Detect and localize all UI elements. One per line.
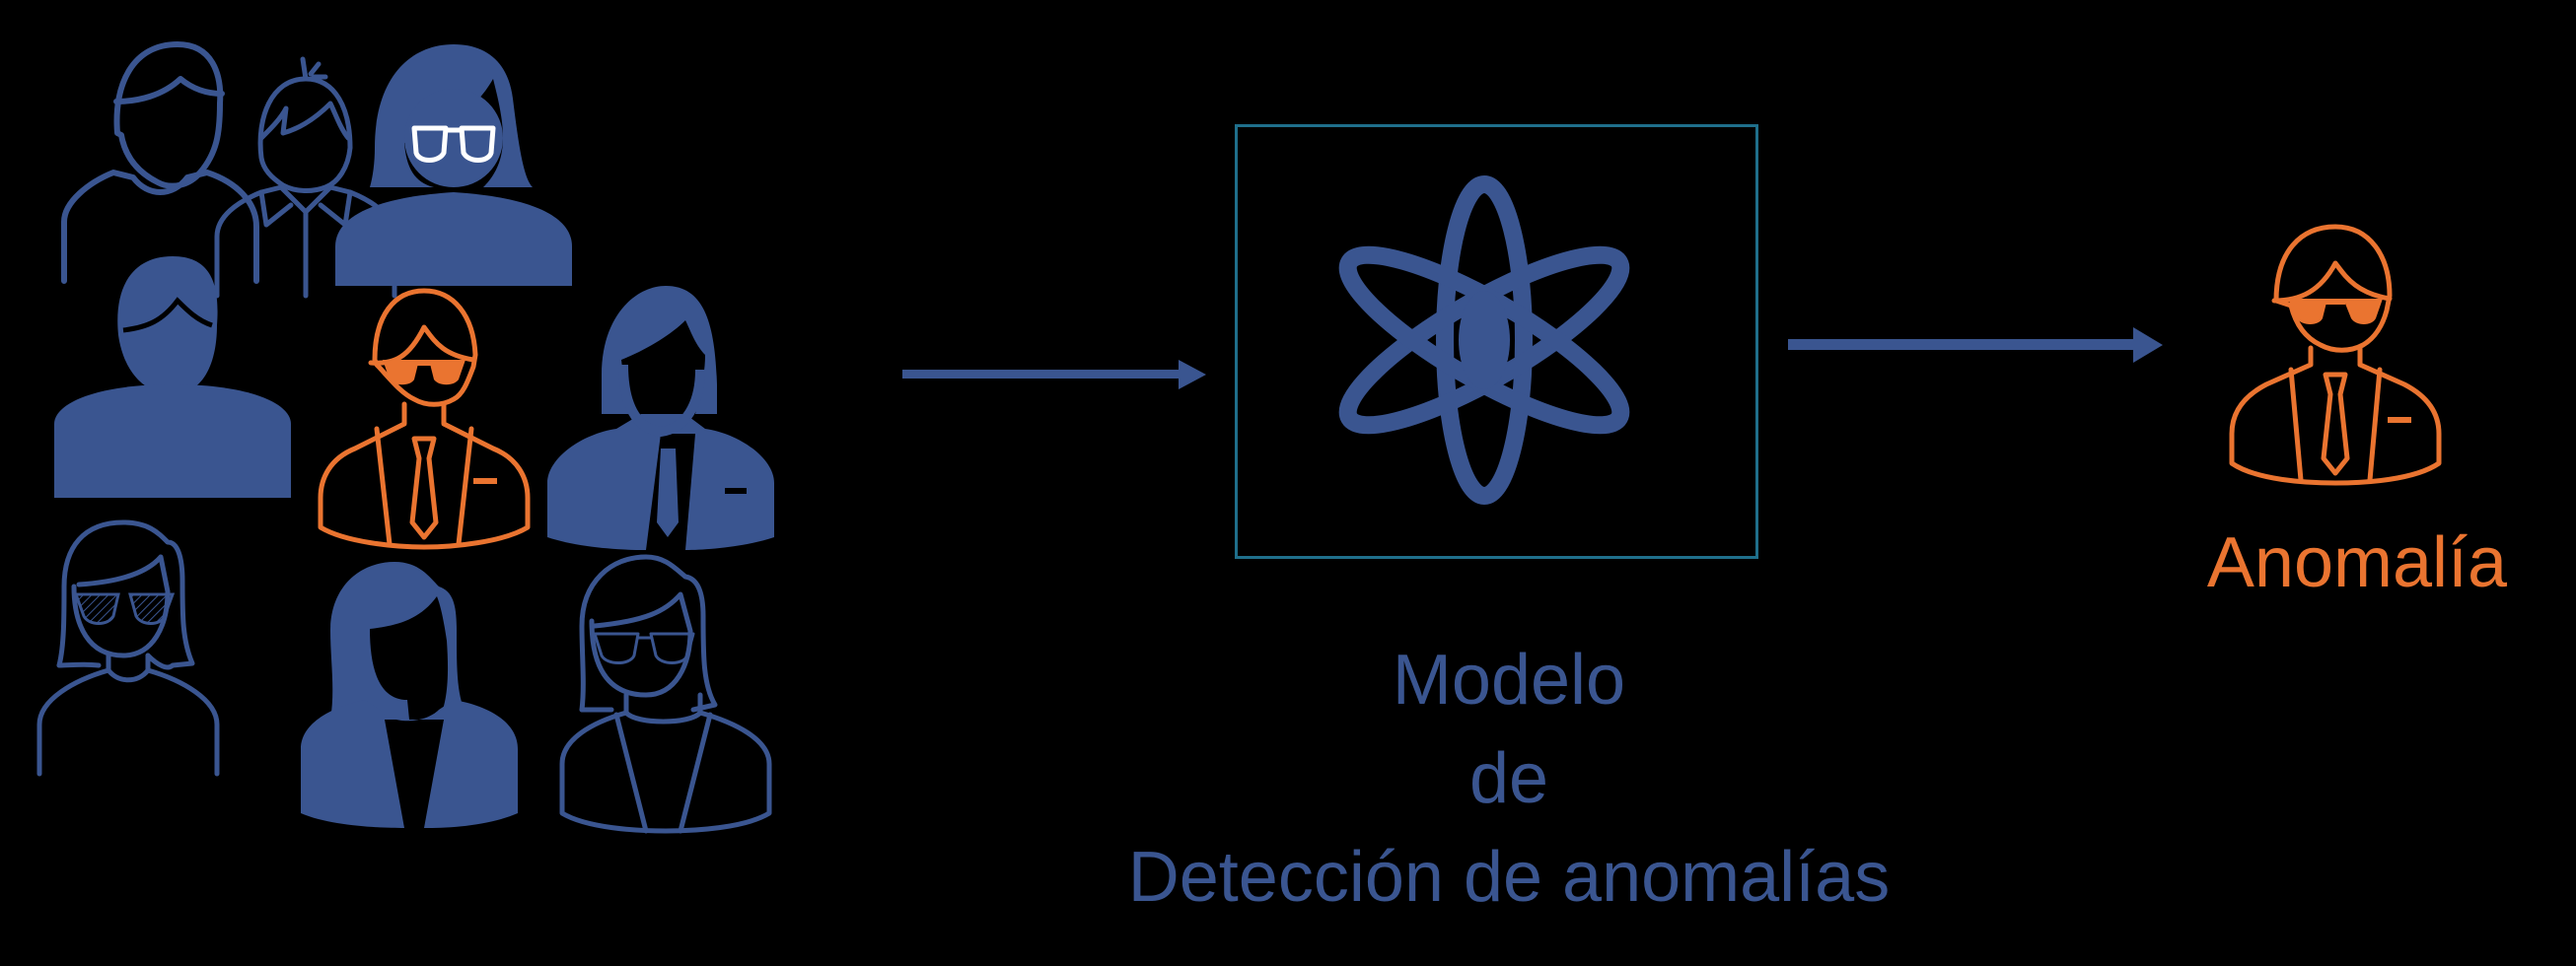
person-filled-female-blazer-icon — [301, 562, 518, 828]
anomalous-person-icon — [2229, 224, 2442, 486]
model-box — [1235, 124, 1758, 559]
person-filled-male-icon — [54, 256, 291, 498]
person-outline-female-glasses-icon — [559, 554, 772, 834]
atom-icon — [1338, 175, 1630, 505]
person-outline-female-sunglasses-icon — [36, 519, 220, 777]
person-anomalous-orange-icon — [318, 288, 531, 550]
model-label-line-2: de — [1468, 739, 1549, 818]
model-label-line-3: Detección de anomalías — [1127, 838, 1891, 917]
anomaly-label: Anomalía — [2206, 523, 2508, 602]
model-label: Modelo de Detección de anomalías — [1026, 631, 1992, 927]
arrow-population-to-model-icon — [902, 360, 1206, 389]
arrow-model-to-anomaly-icon — [1788, 327, 2163, 363]
person-filled-female-suit-icon — [547, 286, 774, 550]
population-group — [0, 0, 789, 848]
model-label-line-1: Modelo — [1392, 641, 1626, 720]
person-filled-female-glasses-icon — [335, 44, 572, 286]
